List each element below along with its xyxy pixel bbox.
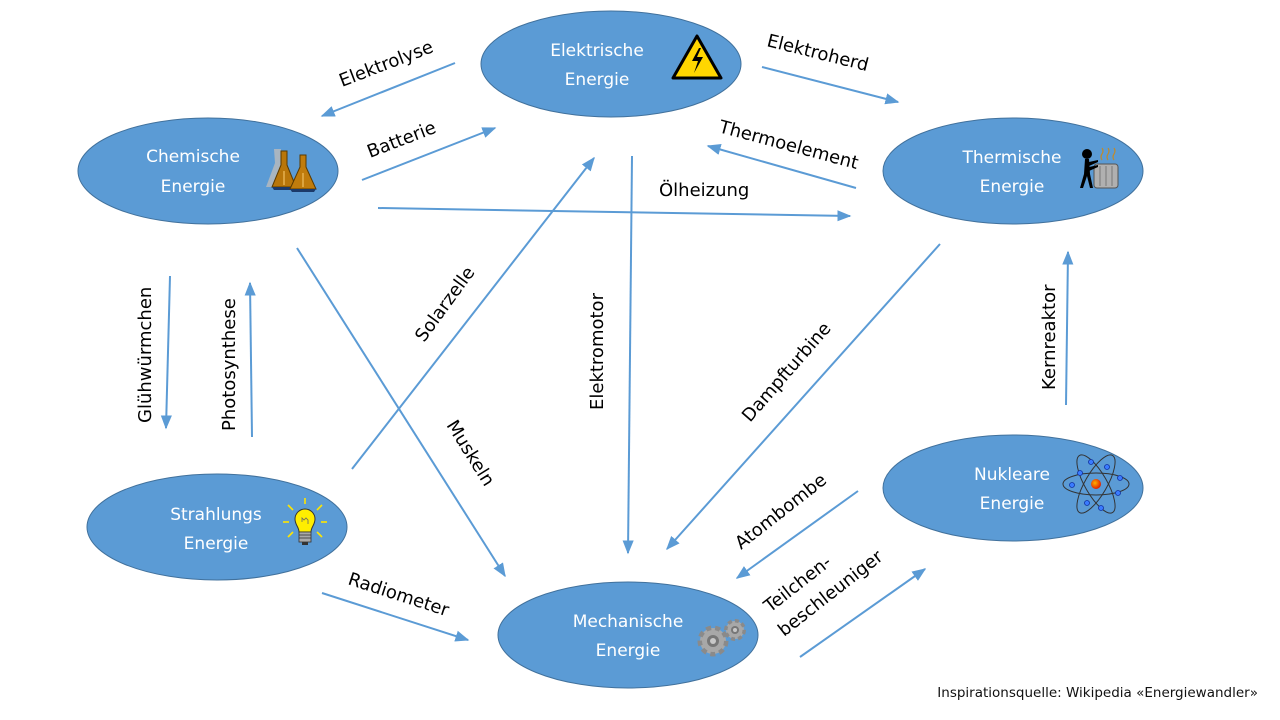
- label-kernreaktor: Kernreaktor: [1039, 284, 1060, 390]
- node-thermische-energie: Thermische Energie: [882, 117, 1144, 225]
- source-credit: Inspirationsquelle: Wikipedia «Energiewa…: [937, 685, 1258, 701]
- node-label-line1: Strahlungs: [170, 505, 262, 525]
- node-label-line2: Energie: [980, 177, 1045, 197]
- label-elektrolyse: Elektrolyse: [336, 37, 436, 92]
- node-label-line1: Elektrische: [550, 41, 644, 61]
- arrow-dampfturbine: [666, 243, 941, 551]
- node-label-line1: Nukleare: [974, 465, 1050, 485]
- node-label-line2: Energie: [596, 641, 661, 661]
- label-photosynthese: Photosynthese: [219, 298, 240, 431]
- node-label-line2: Energie: [184, 534, 249, 554]
- label-atombombe: Atombombe: [731, 470, 831, 554]
- flasks-icon: [266, 149, 317, 192]
- arrow-oelheizung: [377, 207, 852, 222]
- arrow-kernreaktor: [1062, 250, 1074, 406]
- label-dampfturbine: Dampfturbine: [738, 318, 836, 426]
- label-muskeln: Muskeln: [442, 417, 499, 491]
- arrows: [160, 62, 1074, 658]
- label-solarzelle: Solarzelle: [411, 263, 479, 346]
- arrow-muskeln: [296, 247, 506, 578]
- node-label-line2: Energie: [565, 70, 630, 90]
- label-elektroherd: Elektroherd: [765, 30, 871, 76]
- label-gluehwuermchen: Glühwürmchen: [135, 287, 156, 423]
- node-elektrische-energie: Elektrische Energie: [480, 10, 742, 118]
- arrow-elektroherd: [761, 66, 900, 105]
- label-oelheizung: Ölheizung: [659, 179, 749, 201]
- arrow-atombombe: [735, 490, 859, 579]
- arrow-photosynthese: [244, 281, 256, 438]
- node-mechanische-energie: Mechanische Energie: [497, 581, 759, 689]
- arrow-teilchenbeschleuniger: [799, 568, 927, 658]
- arrow-solarzelle: [351, 156, 595, 470]
- arrow-radiometer: [321, 592, 470, 642]
- person-at-radiator-icon: [1080, 147, 1119, 189]
- arrow-elektrolyse: [320, 62, 456, 117]
- node-nukleare-energie: Nukleare Energie: [882, 434, 1144, 542]
- label-elektromotor: Elektromotor: [587, 292, 608, 410]
- gears-icon: [697, 619, 746, 657]
- node-label-line2: Energie: [161, 177, 226, 197]
- node-label-line1: Chemische: [146, 147, 240, 167]
- light-bulb-icon: [283, 498, 327, 545]
- arrow-elektromotor: [622, 155, 634, 555]
- node-label-line1: Mechanische: [573, 612, 684, 632]
- node-label-line1: Thermische: [961, 148, 1061, 168]
- label-radiometer: Radiometer: [345, 569, 452, 622]
- arrow-thermoelement: [706, 144, 857, 189]
- node-strahlungs-energie: Strahlungs Energie: [86, 473, 348, 581]
- high-voltage-warning-icon: [671, 34, 723, 80]
- arrow-gluehwuermchen: [160, 275, 172, 430]
- atom-icon: [1062, 454, 1130, 514]
- arrow-batterie: [361, 127, 497, 181]
- label-batterie: Batterie: [364, 117, 439, 162]
- label-thermoelement: Thermoelement: [716, 116, 861, 174]
- node-chemische-energie: Chemische Energie: [77, 117, 339, 225]
- node-label-line2: Energie: [980, 494, 1045, 514]
